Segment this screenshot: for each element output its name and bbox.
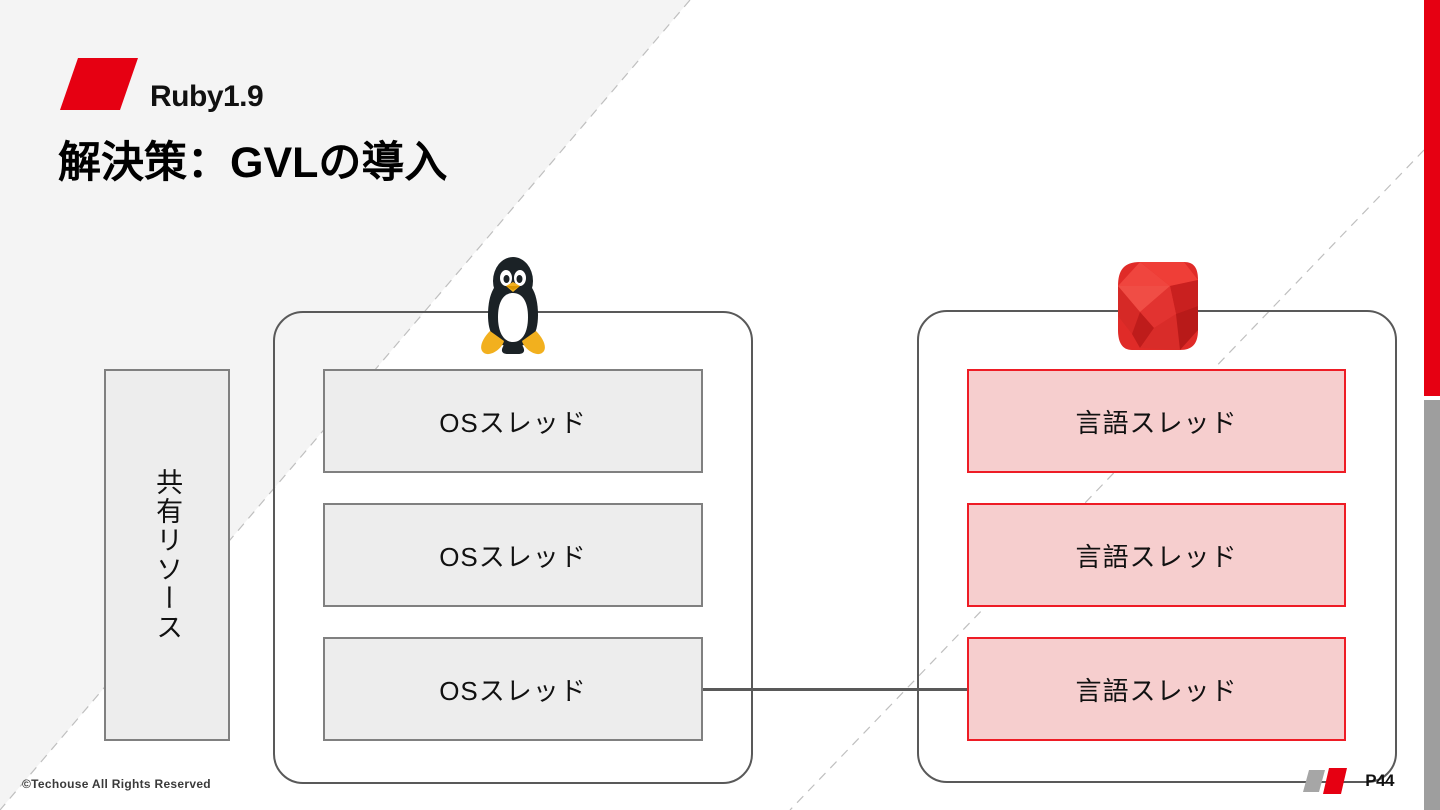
edge-bar-gray bbox=[1424, 400, 1440, 810]
shared-resource-label: 共有リソース bbox=[152, 468, 183, 642]
slide-kicker: Ruby1.9 bbox=[150, 80, 264, 113]
shared-resource-box: 共有リソース bbox=[104, 369, 230, 741]
language-thread-label: 言語スレッド bbox=[1075, 541, 1238, 572]
page-number-badge: P44 bbox=[1301, 768, 1394, 794]
os-thread-label: OSスレッド bbox=[439, 675, 587, 706]
language-thread-box: 言語スレッド bbox=[967, 503, 1346, 607]
language-thread-label: 言語スレッド bbox=[1075, 675, 1238, 706]
language-thread-box: 言語スレッド bbox=[967, 369, 1346, 473]
brand-parallelogram-icon bbox=[60, 58, 138, 110]
page-badge-marks-icon bbox=[1303, 768, 1348, 794]
os-thread-label: OSスレッド bbox=[439, 541, 587, 572]
language-thread-box: 言語スレッド bbox=[967, 637, 1346, 741]
thread-connector-line bbox=[703, 688, 969, 691]
ruby-gem-icon bbox=[1118, 262, 1198, 350]
tux-penguin-icon bbox=[481, 257, 545, 355]
page-number-label: P44 bbox=[1365, 771, 1394, 790]
language-thread-label: 言語スレッド bbox=[1075, 407, 1238, 438]
copyright-text: ©Techouse All Rights Reserved bbox=[22, 777, 211, 791]
edge-bar-red bbox=[1424, 0, 1440, 396]
os-thread-box: OSスレッド bbox=[323, 369, 703, 473]
os-thread-label: OSスレッド bbox=[439, 407, 587, 438]
os-thread-box: OSスレッド bbox=[323, 637, 703, 741]
page-title: 解決策：GVLの導入 bbox=[58, 139, 448, 187]
os-thread-box: OSスレッド bbox=[323, 503, 703, 607]
